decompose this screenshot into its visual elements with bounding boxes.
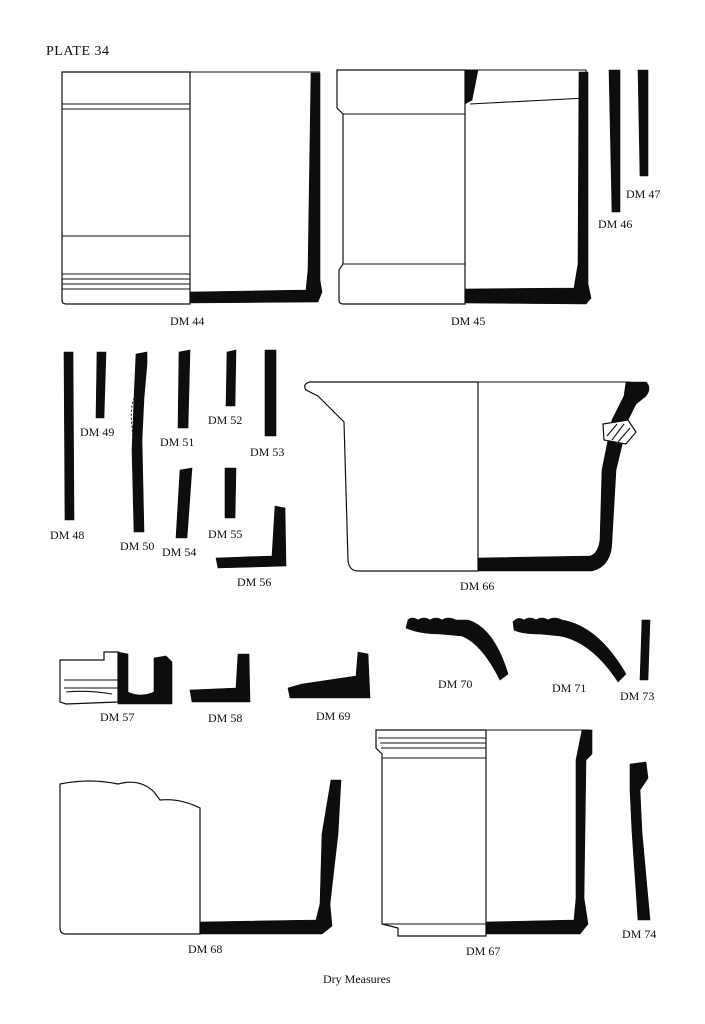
label-dm71: DM 71 bbox=[552, 681, 586, 695]
label-dm46: DM 46 bbox=[598, 217, 632, 231]
fragment-dm55: DM 55 bbox=[208, 467, 242, 541]
fragment-dm56: DM 56 bbox=[215, 505, 287, 589]
fragment-dm57: DM 57 bbox=[59, 651, 173, 724]
label-dm66: DM 66 bbox=[460, 579, 494, 593]
label-dm58: DM 58 bbox=[208, 711, 242, 725]
label-dm74: DM 74 bbox=[622, 927, 656, 941]
fragment-dm73: DM 73 bbox=[620, 619, 654, 703]
label-dm44: DM 44 bbox=[170, 314, 204, 328]
fragment-dm46: DM 46 bbox=[598, 69, 632, 231]
label-dm51: DM 51 bbox=[160, 435, 194, 449]
fragment-dm50: DM 50 bbox=[120, 351, 154, 553]
label-dm69: DM 69 bbox=[316, 709, 350, 723]
plate-caption: Dry Measures bbox=[323, 972, 391, 986]
fragment-dm49: DM 49 bbox=[80, 351, 114, 439]
label-dm57: DM 57 bbox=[100, 710, 134, 724]
fragment-dm47: DM 47 bbox=[626, 69, 660, 201]
fragment-dm52: DM 52 bbox=[208, 349, 242, 427]
label-dm67: DM 67 bbox=[466, 944, 500, 958]
label-dm47: DM 47 bbox=[626, 187, 660, 201]
fragment-dm70: DM 70 bbox=[405, 617, 509, 691]
fragment-dm71: DM 71 bbox=[512, 617, 627, 695]
fragment-dm48: DM 48 bbox=[50, 351, 84, 542]
plate-title: PLATE 34 bbox=[46, 44, 110, 59]
label-dm45: DM 45 bbox=[451, 314, 485, 328]
label-dm56: DM 56 bbox=[237, 575, 271, 589]
label-dm68: DM 68 bbox=[188, 942, 222, 956]
label-dm53: DM 53 bbox=[250, 445, 284, 459]
label-dm49: DM 49 bbox=[80, 425, 114, 439]
label-dm70: DM 70 bbox=[438, 677, 472, 691]
vessel-dm67: DM 67 bbox=[375, 729, 593, 958]
label-dm73: DM 73 bbox=[620, 689, 654, 703]
label-dm52: DM 52 bbox=[208, 413, 242, 427]
vessel-dm44: DM 44 bbox=[61, 71, 323, 328]
label-dm55: DM 55 bbox=[208, 527, 242, 541]
fragment-dm58: DM 58 bbox=[189, 653, 251, 725]
fragment-dm69: DM 69 bbox=[287, 651, 371, 723]
label-dm50: DM 50 bbox=[120, 539, 154, 553]
fragment-dm53: DM 53 bbox=[250, 349, 284, 459]
vessel-dm68: DM 68 bbox=[59, 779, 342, 956]
fragment-dm74: DM 74 bbox=[622, 761, 656, 941]
vessel-dm66: DM 66 bbox=[304, 381, 650, 593]
vessel-dm45: DM 45 bbox=[336, 69, 592, 328]
fragment-dm54: DM 54 bbox=[162, 467, 196, 559]
fragment-dm51: DM 51 bbox=[160, 349, 194, 449]
label-dm54: DM 54 bbox=[162, 545, 196, 559]
label-dm48: DM 48 bbox=[50, 528, 84, 542]
